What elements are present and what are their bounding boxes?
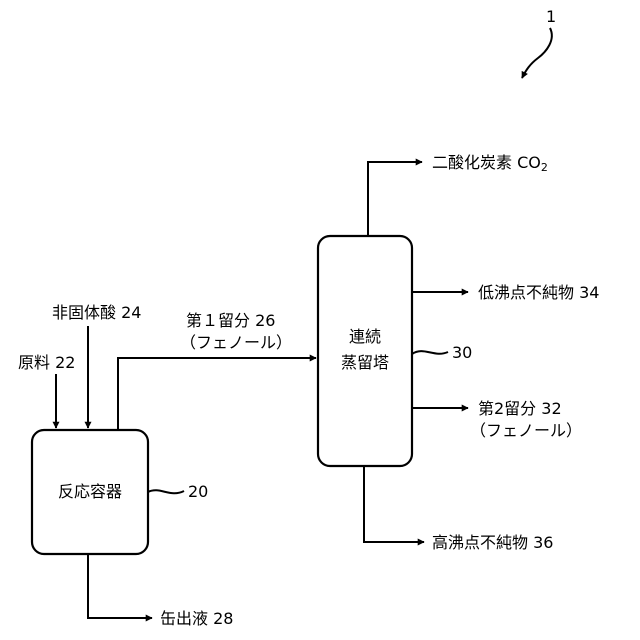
- column-ref-number: 30: [452, 343, 472, 362]
- high-boiling-arrow: [364, 466, 424, 542]
- first-fraction-note: （フェノール）: [180, 333, 292, 352]
- co2-label-main: 二酸化炭素 CO: [432, 153, 541, 172]
- bottoms-label: 缶出液 28: [160, 609, 233, 628]
- non-solid-acid-label: 非固体酸 24: [52, 303, 141, 322]
- co2-label-subscript: 2: [541, 161, 548, 174]
- first-fraction-label: 第１留分 26: [186, 311, 275, 330]
- low-boiling-label: 低沸点不純物 34: [478, 283, 599, 302]
- reactor-ref-number: 20: [188, 482, 208, 501]
- reactor-label: 反応容器: [58, 482, 122, 501]
- figure-ref-arrow: [522, 28, 552, 78]
- reactor-ref-leader: [148, 490, 184, 493]
- first-fraction-arrow: [118, 358, 316, 430]
- distillation-column: [318, 236, 412, 466]
- figure-ref-number: 1: [546, 7, 556, 26]
- column-label-line2: 蒸留塔: [341, 353, 389, 372]
- co2-label: 二酸化炭素 CO2: [432, 153, 548, 174]
- column-label-line1: 連続: [349, 327, 381, 346]
- co2-arrow: [368, 162, 422, 236]
- high-boiling-label: 高沸点不純物 36: [432, 533, 553, 552]
- column-ref-leader: [412, 351, 448, 354]
- second-fraction-label: 第2留分 32: [478, 399, 562, 418]
- second-fraction-note: （フェノール）: [470, 421, 582, 440]
- raw-material-label: 原料 22: [18, 353, 75, 372]
- bottoms-arrow: [88, 554, 152, 618]
